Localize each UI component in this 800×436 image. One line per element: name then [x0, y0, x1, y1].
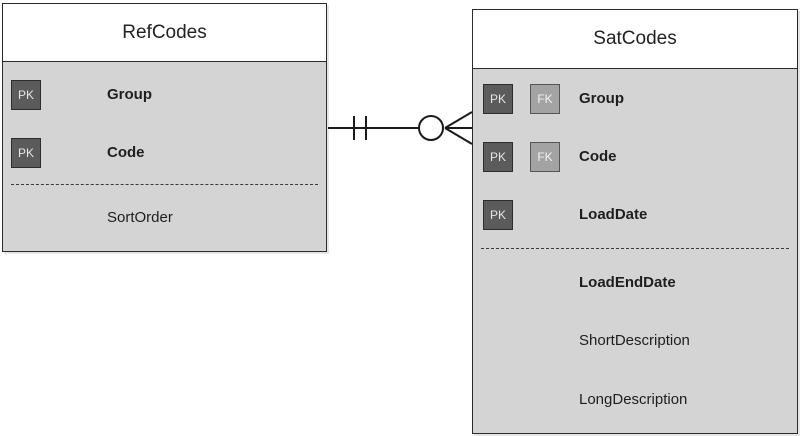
attribute-group: Group	[107, 86, 152, 103]
fk-badge: FK	[530, 142, 560, 172]
attribute-sortorder: SortOrder	[107, 209, 173, 226]
key-divider	[11, 184, 318, 185]
attribute-loadenddate: LoadEndDate	[579, 274, 676, 291]
pk-badge: PK	[483, 200, 513, 230]
attribute-code: Code	[107, 144, 145, 161]
attribute-loaddate: LoadDate	[579, 206, 648, 223]
pk-badge: PK	[483, 142, 513, 172]
entity-title-text: RefCodes	[122, 21, 207, 43]
entity-refcodes[interactable]: RefCodes PK Group PK Code SortOrder	[2, 3, 327, 252]
pk-badge: PK	[11, 138, 41, 168]
crowsfoot-line-bottom	[444, 127, 473, 145]
attribute-code: Code	[579, 148, 617, 165]
entity-title-text: SatCodes	[593, 28, 677, 49]
pk-badge: PK	[483, 84, 513, 114]
entity-title-refcodes: RefCodes	[3, 4, 326, 62]
pk-badge: PK	[11, 80, 41, 110]
entity-satcodes[interactable]: SatCodes PK FK Group PK FK Code PK LoadD…	[472, 9, 798, 434]
entity-title-satcodes: SatCodes	[473, 10, 797, 69]
cardinality-zero-circle	[418, 115, 444, 141]
attribute-shortdescription: ShortDescription	[579, 332, 690, 349]
attribute-group: Group	[579, 90, 624, 107]
attribute-longdescription: LongDescription	[579, 391, 688, 408]
fk-badge: FK	[530, 84, 560, 114]
crowsfoot-line-top	[444, 111, 473, 129]
key-divider	[481, 248, 789, 249]
